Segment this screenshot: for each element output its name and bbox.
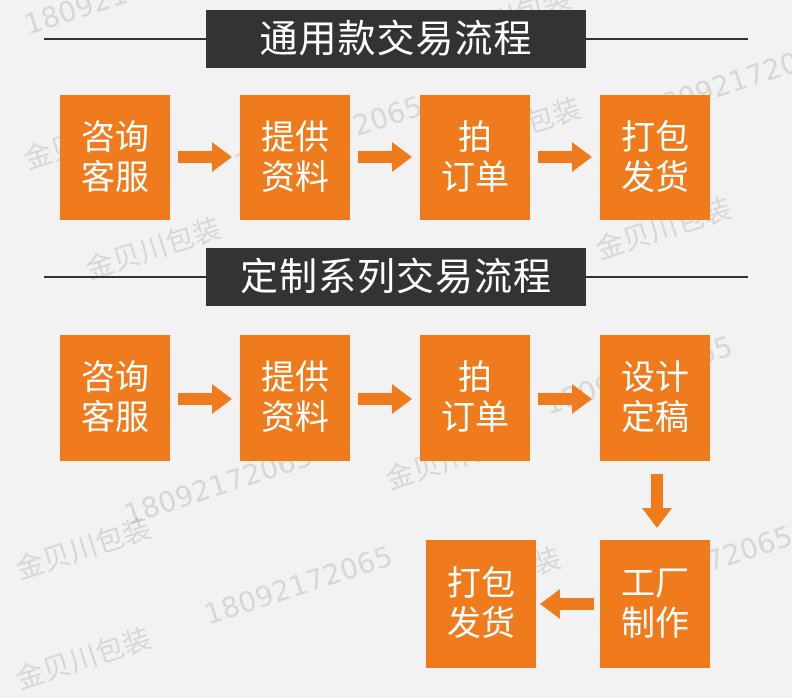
section-1-title: 通用款交易流程: [206, 10, 586, 68]
step-factory-production-box: 工厂 制作: [600, 540, 710, 668]
step-label-line1: 打包: [621, 117, 689, 158]
step-label-line2: 制作: [621, 604, 689, 644]
watermark-phone: 18092172065: [200, 539, 397, 632]
step-label-line1: 拍: [458, 117, 492, 158]
arrow-right-icon: [178, 384, 232, 414]
step-label-line2: 订单: [441, 157, 509, 198]
arrow-right-icon: [358, 384, 412, 414]
arrow-right-icon: [538, 384, 592, 414]
step-label-line1: 提供: [261, 117, 329, 158]
step-design-confirm-box: 设计 定稿: [600, 335, 710, 461]
step-label-line2: 定稿: [621, 398, 689, 438]
step-label-line1: 设计: [621, 358, 689, 398]
arrow-down-icon: [642, 474, 672, 528]
watermark-brand: 金贝川包装: [11, 621, 155, 697]
step-provide-info-box: 提供 资料: [240, 335, 350, 461]
step-consult-box: 咨询 客服: [60, 95, 170, 220]
step-label-line1: 打包: [447, 564, 515, 604]
step-label-line2: 客服: [81, 398, 149, 438]
section-2-title: 定制系列交易流程: [206, 248, 586, 306]
step-label-line1: 工厂: [621, 564, 689, 604]
step-label-line1: 咨询: [81, 358, 149, 398]
watermark-brand: 金贝川包装: [11, 511, 155, 587]
step-ship-box: 打包 发货: [426, 540, 536, 668]
step-label-line1: 拍: [458, 358, 492, 398]
watermark-phone: 18092172065: [20, 0, 217, 41]
step-place-order-box: 拍 订单: [420, 95, 530, 220]
step-label-line2: 订单: [441, 398, 509, 438]
step-label-line1: 咨询: [81, 117, 149, 158]
step-consult-box: 咨询 客服: [60, 335, 170, 461]
arrow-right-icon: [178, 142, 232, 172]
step-label-line2: 资料: [261, 157, 329, 198]
step-label-line1: 提供: [261, 358, 329, 398]
step-label-line2: 发货: [447, 604, 515, 644]
step-provide-info-box: 提供 资料: [240, 95, 350, 220]
step-label-line2: 客服: [81, 157, 149, 198]
step-place-order-box: 拍 订单: [420, 335, 530, 461]
step-label-line2: 资料: [261, 398, 329, 438]
arrow-right-icon: [358, 142, 412, 172]
step-label-line2: 发货: [621, 157, 689, 198]
arrow-right-icon: [538, 142, 592, 172]
arrow-left-icon: [540, 589, 594, 619]
step-ship-box: 打包 发货: [600, 95, 710, 220]
